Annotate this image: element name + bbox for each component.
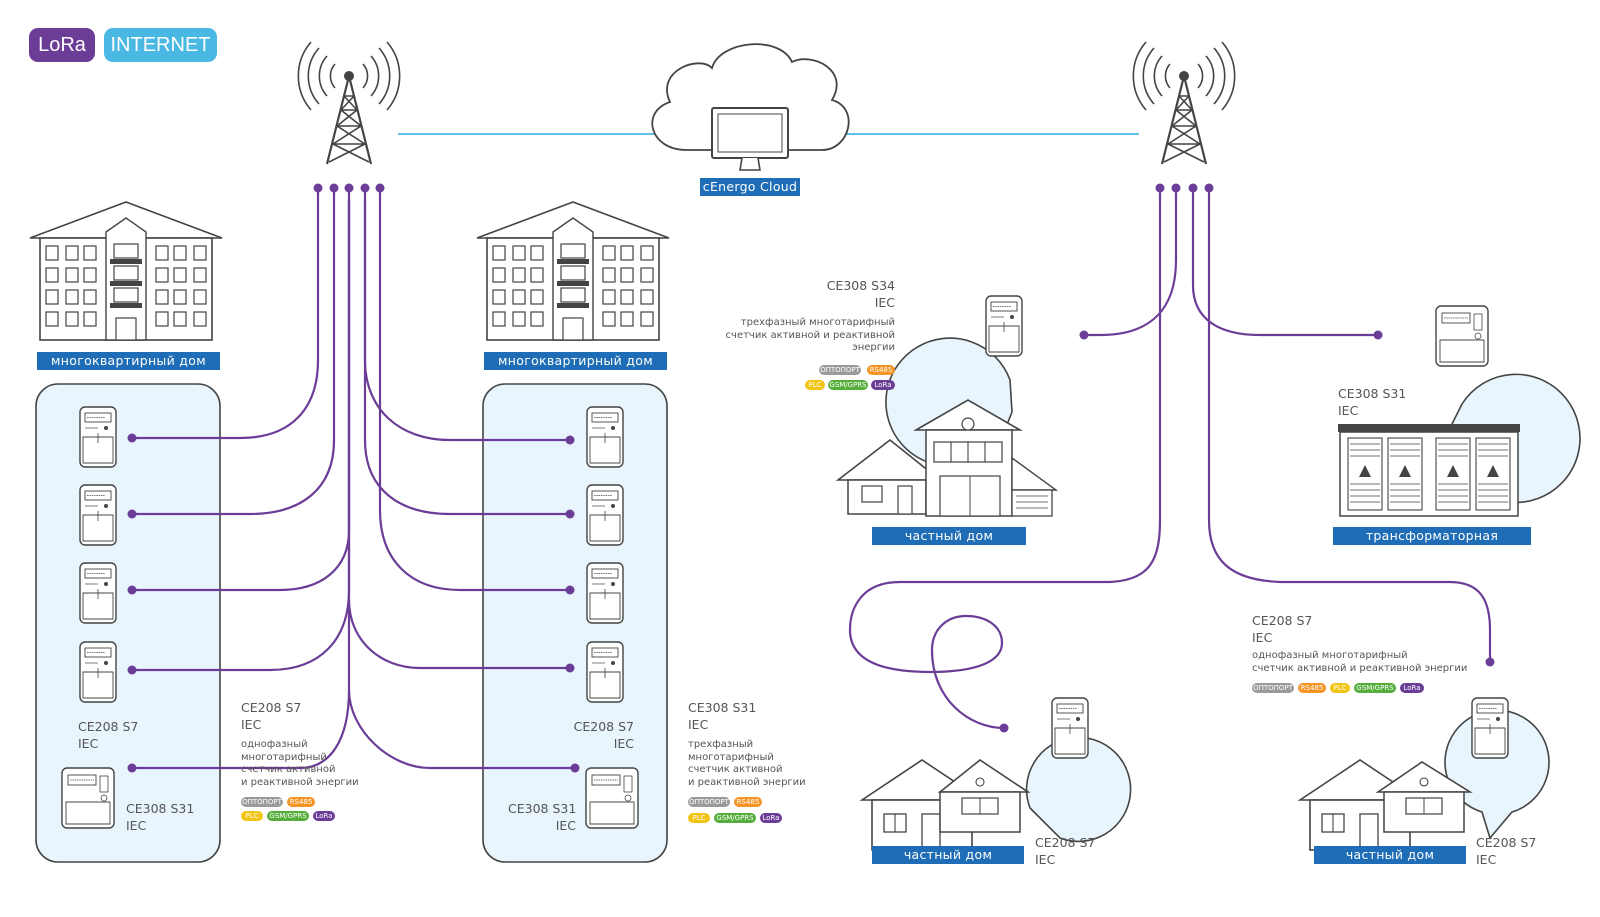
apartment-building-middle-icon — [476, 201, 670, 341]
tag-plc: PLC — [688, 813, 710, 823]
meter-icon — [79, 641, 117, 703]
tag-gsm: GSM/GPRS — [1354, 683, 1396, 693]
building-label-substation: трансформаторная подстанция — [1333, 527, 1531, 561]
tag-plc: PLC — [241, 811, 263, 821]
tag-optoport: ОПТОПОРТ — [688, 797, 730, 807]
building-label-middle: многоквартирный дом — [484, 352, 667, 370]
meter-3phase-icon — [585, 767, 639, 829]
tag-lora: LoRa — [313, 811, 335, 821]
tower-left-icon — [297, 40, 401, 166]
tags-s34: ОПТОПОРТ RS485 PLC GSM/GPRS LoRa — [799, 365, 897, 390]
tag-plc: PLC — [805, 380, 825, 390]
tags-s7: ОПТОПОРТ RS485 PLC GSM/GPRS LoRa — [241, 797, 351, 821]
tag-rs485: RS485 — [287, 797, 315, 807]
private-house-bottom-right-icon — [1299, 697, 1550, 851]
tag-optoport: ОПТОПОРТ — [819, 365, 861, 375]
meter-3phase-icon — [61, 767, 115, 829]
tag-gsm: GSM/GPRS — [828, 380, 868, 390]
tag-plc: PLC — [1330, 683, 1350, 693]
meter-icon — [79, 562, 117, 624]
meter-icon — [586, 641, 624, 703]
cloud-icon — [651, 43, 850, 171]
building-label-left: многоквартирный дом — [37, 352, 220, 370]
building-label-private-bottom-left: частный дом — [872, 846, 1024, 864]
tag-rs485: RS485 — [734, 797, 762, 807]
apartment-panel-middle — [482, 383, 668, 863]
tag-lora: LoRa — [760, 813, 782, 823]
tag-gsm: GSM/GPRS — [267, 811, 309, 821]
meter-icon — [79, 406, 117, 468]
lora-links-right — [848, 188, 1492, 730]
building-label-private-top: частный дом — [872, 527, 1026, 545]
substation-icon — [1338, 305, 1581, 517]
meter-icon — [586, 484, 624, 546]
meter-3phase-icon — [1435, 305, 1489, 367]
meter-icon — [79, 484, 117, 546]
tag-lora: LoRa — [871, 380, 895, 390]
apartment-building-left-icon — [29, 201, 223, 341]
tag-optoport: ОПТОПОРТ — [1252, 683, 1294, 693]
cloud-label: cEnergo Cloud — [700, 178, 800, 196]
private-house-bottom-left-icon — [861, 697, 1132, 851]
tags-right-s7: ОПТОПОРТ RS485 PLC GSM/GPRS LoRa — [1252, 683, 1432, 694]
meter-icon — [985, 295, 1023, 357]
tag-gsm: GSM/GPRS — [714, 813, 756, 823]
tag-lora: LoRa — [1400, 683, 1424, 693]
meter-icon — [586, 562, 624, 624]
legend-internet: INTERNET — [104, 28, 217, 62]
tag-optoport: ОПТОПОРТ — [241, 797, 283, 807]
tag-rs485: RS485 — [867, 365, 895, 375]
tower-right-icon — [1132, 40, 1236, 166]
legend-lora: LoRa — [29, 28, 95, 62]
private-house-top-icon — [835, 295, 1059, 517]
meter-icon — [1051, 697, 1089, 759]
meter-icon — [586, 406, 624, 468]
building-label-private-bottom-right: частный дом — [1314, 846, 1466, 864]
tag-rs485: RS485 — [1298, 683, 1326, 693]
meter-icon — [1471, 697, 1509, 759]
lora-links-left — [132, 188, 575, 770]
tags-s31: ОПТОПОРТ RS485 PLC GSM/GPRS LoRa — [688, 797, 798, 823]
lora-endpoints — [127, 183, 1495, 773]
